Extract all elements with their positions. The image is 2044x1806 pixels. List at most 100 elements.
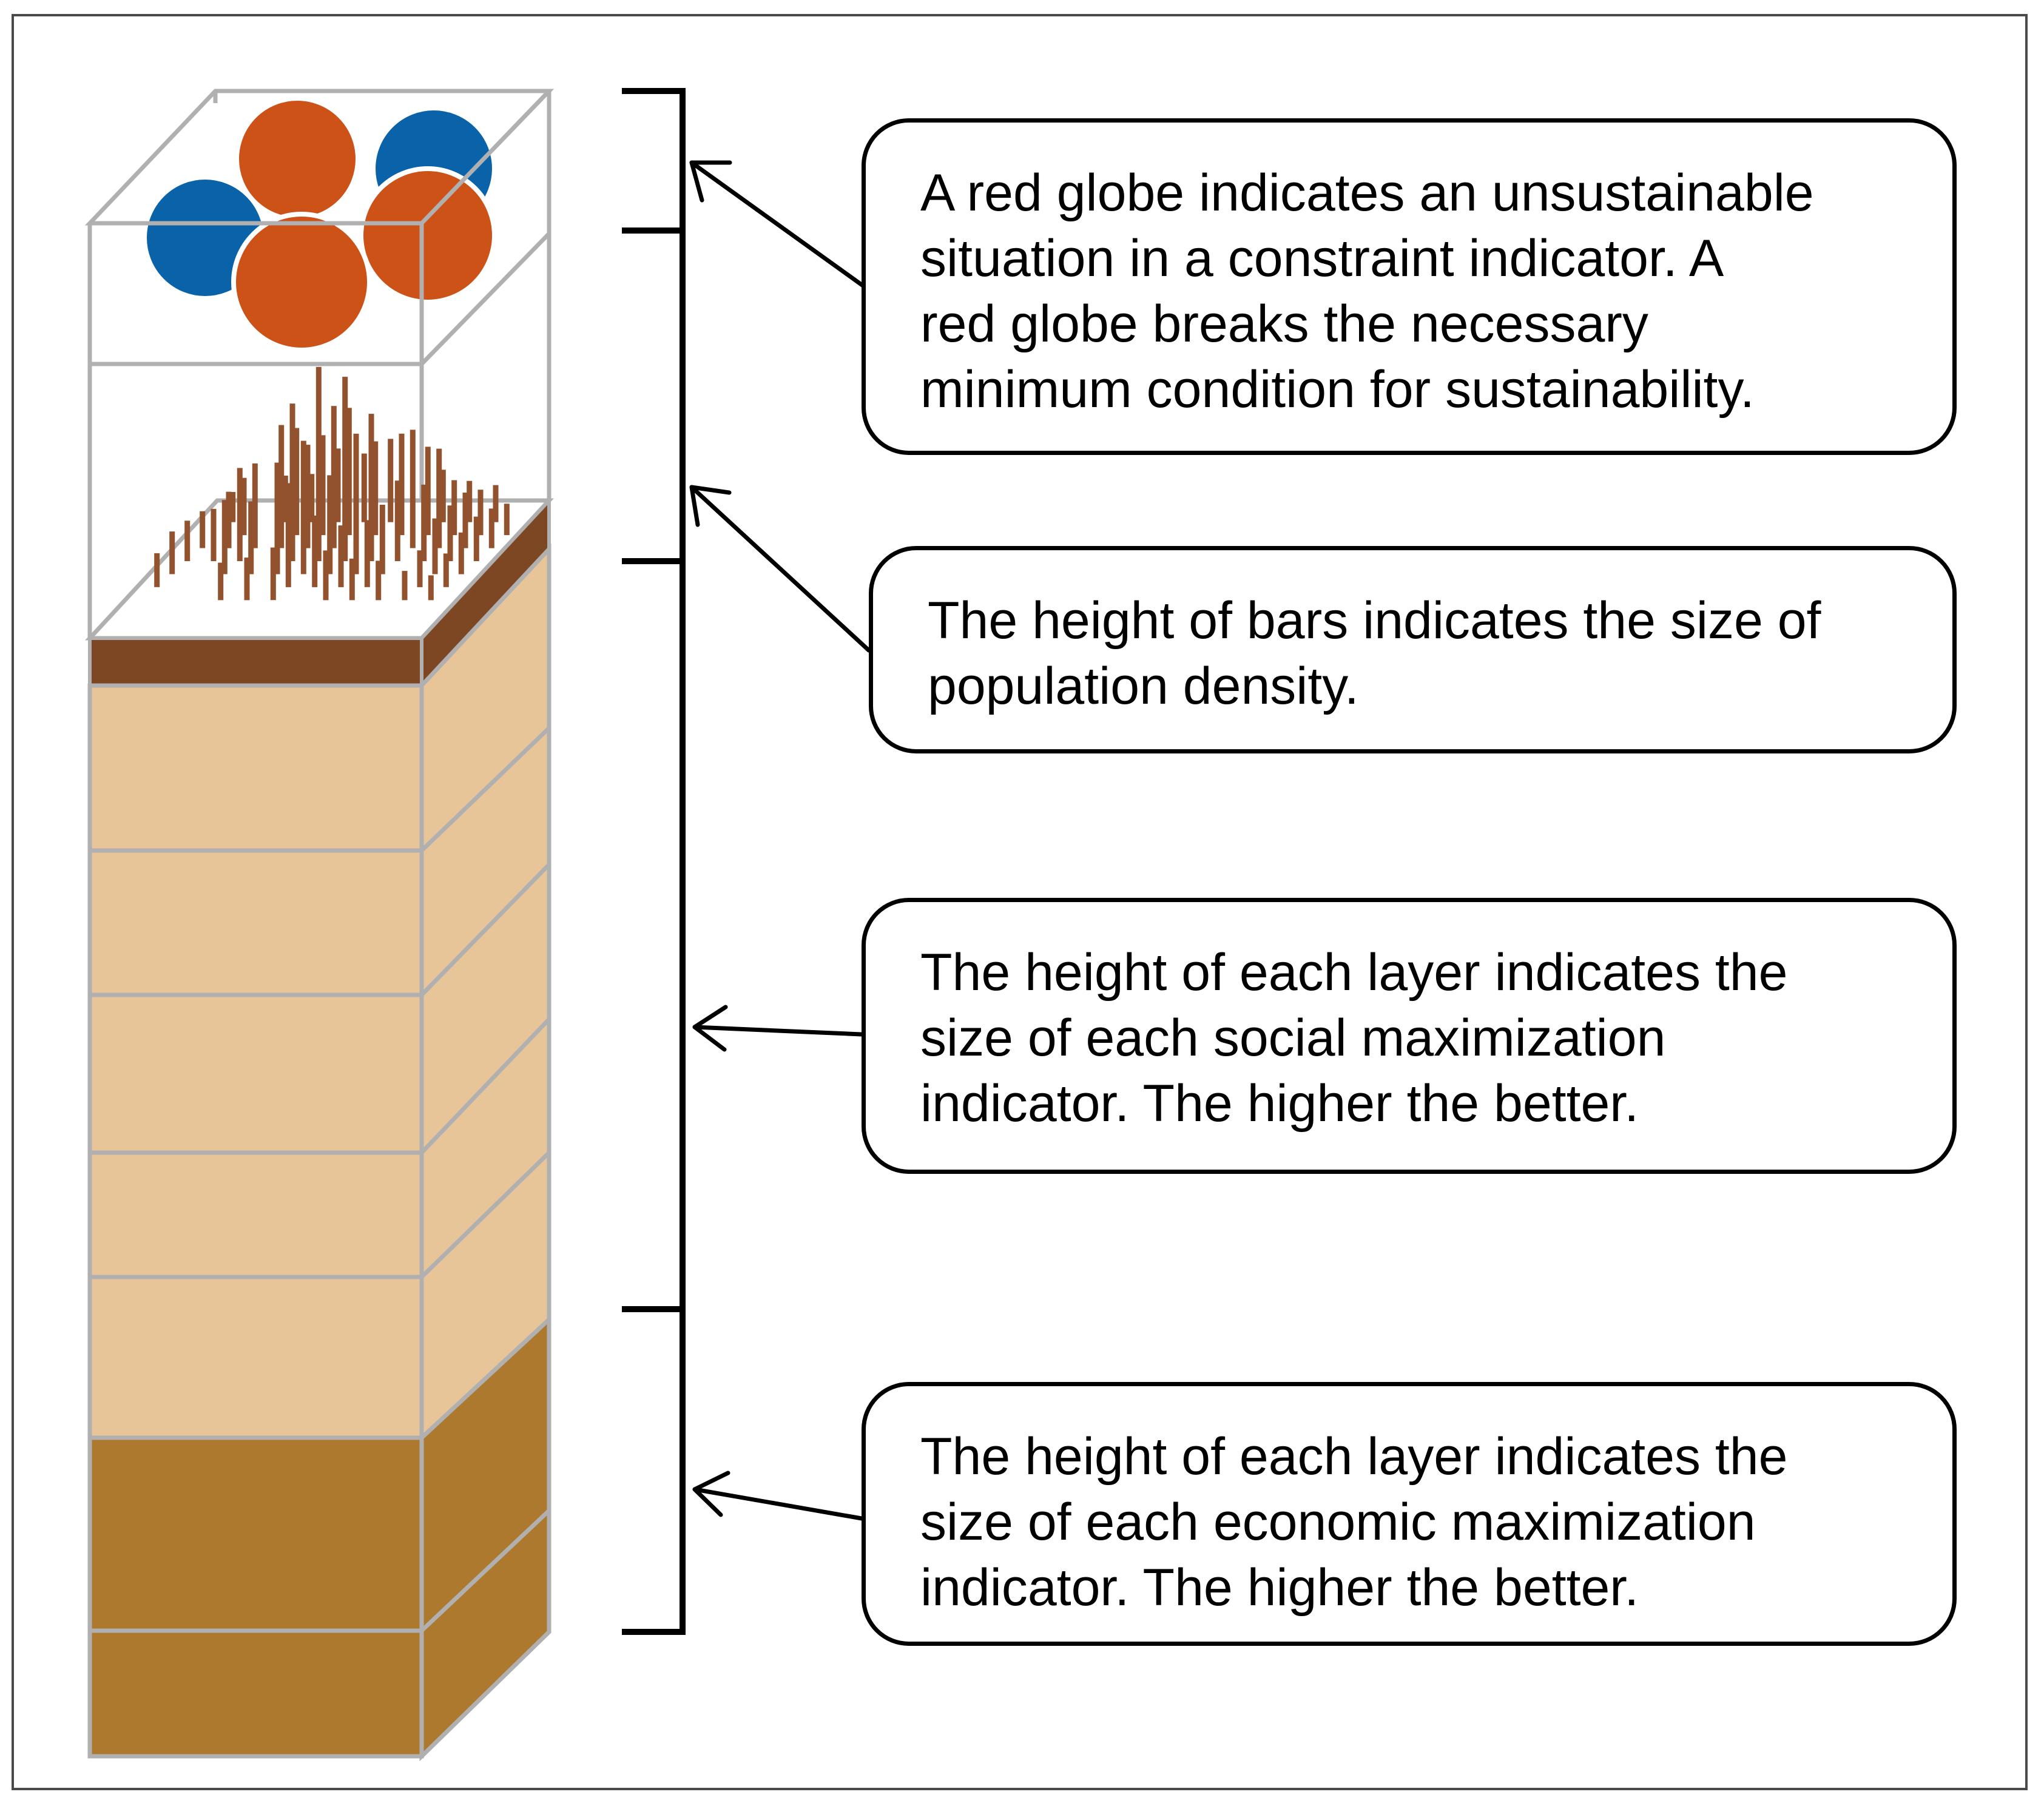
callout-line: indicator. The higher the better. xyxy=(920,1074,1639,1133)
bar-icon xyxy=(320,435,326,536)
population-cube xyxy=(84,364,555,641)
globes xyxy=(142,96,497,352)
bar-icon xyxy=(331,406,337,548)
bar-icon xyxy=(440,470,446,522)
callout-line: population density. xyxy=(928,657,1359,715)
bar-icon xyxy=(230,492,236,522)
bar-icon xyxy=(274,462,280,574)
layer-stack xyxy=(87,496,551,1762)
bar-icon xyxy=(315,366,322,561)
callout-line: The height of each layer indicates the xyxy=(920,943,1788,1002)
bar-icon xyxy=(241,477,247,536)
bar-icon xyxy=(285,483,291,587)
arrows xyxy=(689,160,871,1521)
bar-icon xyxy=(458,532,464,574)
callout-line: size of each social maximization xyxy=(920,1009,1666,1067)
bar-icon xyxy=(361,453,367,522)
bar-icon xyxy=(504,504,510,536)
callout-line: minimum condition for sustainability. xyxy=(920,360,1755,419)
bar-icon xyxy=(294,428,300,536)
bar-icon xyxy=(309,474,315,522)
bar-icon xyxy=(373,441,379,536)
arrow-icon xyxy=(689,160,869,291)
bar-icon xyxy=(394,480,400,561)
bar-icon xyxy=(221,500,228,574)
bar-icon xyxy=(289,403,295,561)
bar-icon xyxy=(349,558,355,601)
bar-icon xyxy=(312,515,318,587)
arrow-icon xyxy=(692,1005,864,1052)
bracket-icon xyxy=(622,88,686,1635)
bar-icon xyxy=(300,440,306,574)
bar-icon xyxy=(226,491,232,548)
social-layer xyxy=(87,683,424,853)
callout-social: The height of each layer indicates the s… xyxy=(862,898,1957,1174)
globe-icon xyxy=(231,212,372,352)
globe-icon xyxy=(359,166,497,305)
callout-economic: The height of each layer indicates the s… xyxy=(862,1382,1957,1646)
bar-icon xyxy=(399,433,405,536)
bar-icon xyxy=(184,521,191,561)
bar-icon xyxy=(447,505,453,561)
arrow-icon xyxy=(692,1471,864,1521)
bar-icon xyxy=(410,430,416,548)
callout-globes: A red globe indicates an unsustainable s… xyxy=(862,118,1957,455)
callout-bars: The height of bars indicates the size of… xyxy=(869,546,1957,753)
population-bars xyxy=(154,366,510,601)
bar-icon xyxy=(376,561,382,601)
bar-icon xyxy=(462,493,468,548)
bar-icon xyxy=(244,558,250,601)
callout-line: The height of each layer indicates the xyxy=(920,1427,1788,1486)
bar-icon xyxy=(368,414,374,561)
bar-icon xyxy=(467,480,473,522)
bar-icon xyxy=(421,484,427,561)
arrow-icon xyxy=(689,485,871,653)
bar-icon xyxy=(335,448,341,522)
callout-line: indicator. The higher the better. xyxy=(920,1558,1639,1617)
top-soil-layer xyxy=(88,636,423,687)
economic-layers xyxy=(87,1314,551,1762)
callout-line: size of each economic maximization xyxy=(920,1493,1756,1551)
bar-icon xyxy=(436,448,442,548)
bar-icon xyxy=(338,525,344,587)
bar-icon xyxy=(327,475,333,574)
bar-icon xyxy=(218,562,224,601)
callout-line: red globe breaks the necessary xyxy=(920,295,1648,353)
bar-icon xyxy=(323,550,329,601)
bar-icon xyxy=(493,485,499,522)
bar-icon xyxy=(451,480,457,536)
bar-icon xyxy=(248,501,254,574)
bar-icon xyxy=(488,508,494,548)
bar-icon xyxy=(278,425,285,548)
bar-icon xyxy=(425,446,431,536)
globe-cube xyxy=(84,89,555,500)
bar-icon xyxy=(364,520,370,587)
bar-icon xyxy=(305,445,311,548)
bar-icon xyxy=(252,463,258,548)
bar-icon xyxy=(282,476,288,522)
bar-icon xyxy=(154,553,160,587)
bar-icon xyxy=(237,468,243,561)
bar-icon xyxy=(402,571,408,601)
callout-line: The height of bars indicates the size of xyxy=(928,591,1821,650)
bar-icon xyxy=(428,575,434,601)
bar-icon xyxy=(169,531,175,574)
bar-icon xyxy=(342,377,348,561)
social-layer xyxy=(87,1275,424,1440)
callout-line: A red globe indicates an unsustainable xyxy=(920,164,1814,222)
callout-line: situation in a constraint indicator. A xyxy=(920,229,1724,288)
bar-icon xyxy=(353,433,359,574)
bar-icon xyxy=(211,508,217,561)
social-layer xyxy=(87,848,424,997)
economic-layer xyxy=(87,1628,424,1759)
economic-layer xyxy=(87,1435,424,1633)
bar-icon xyxy=(379,505,385,574)
bar-icon xyxy=(346,408,352,536)
bar-icon xyxy=(270,547,276,601)
bar-icon xyxy=(417,550,423,587)
bar-icon xyxy=(388,439,394,522)
bar-icon xyxy=(200,511,206,548)
bar-icon xyxy=(443,553,449,587)
bar-icon xyxy=(432,518,438,574)
